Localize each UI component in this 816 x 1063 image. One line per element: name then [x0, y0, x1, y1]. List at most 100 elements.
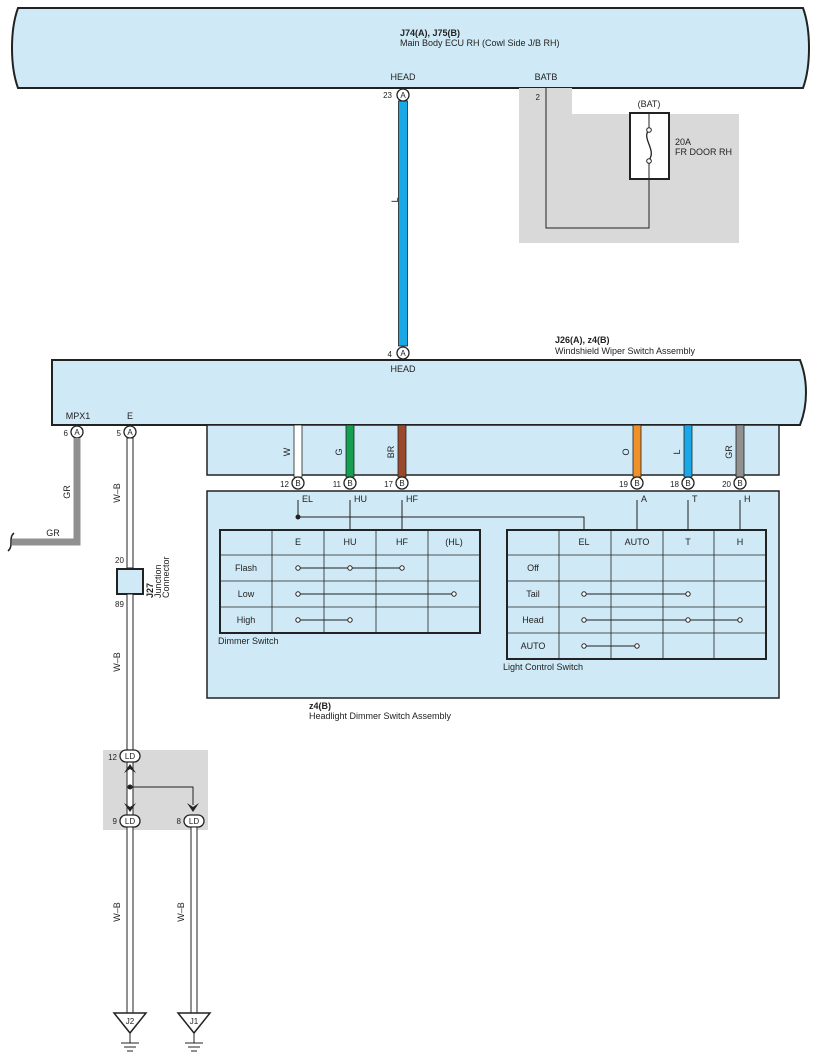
fuse-name: FR DOOR RH: [675, 147, 732, 157]
ecu-batb-pin: 2: [536, 93, 541, 102]
pin-function: A: [641, 494, 647, 504]
svg-text:A: A: [400, 91, 406, 100]
lcs-row-auto: AUTO: [521, 641, 546, 651]
wire-wb-4-label: W–B: [176, 902, 186, 922]
svg-text:9: 9: [113, 817, 118, 826]
wire-l-label: L: [390, 197, 400, 202]
dimmer-assembly-name: Headlight Dimmer Switch Assembly: [309, 711, 452, 721]
svg-text:12: 12: [108, 753, 117, 762]
light-control-label: Light Control Switch: [503, 662, 583, 672]
dimmer-switch-label: Dimmer Switch: [218, 636, 279, 646]
ecu-code: J74(A), J75(B): [400, 28, 460, 38]
wire-wb-1: [126, 437, 134, 569]
dimmer-hdr-hu: HU: [344, 537, 357, 547]
wire-wb-3: [126, 826, 134, 1014]
ld-connector-top: [119, 749, 141, 763]
ground-j1: J1: [176, 1012, 212, 1052]
connector-b-pin: [733, 476, 747, 490]
connector-b-letter: B: [295, 479, 300, 488]
connector-b-wire-strip: [206, 424, 780, 476]
connector-b-pin: [395, 476, 409, 490]
ground-j2: J2: [112, 1012, 148, 1052]
wire-break-icon: [7, 532, 15, 552]
lcs-hdr-h: H: [737, 537, 744, 547]
ground-j2-label: J2: [126, 1017, 135, 1026]
dimmer-hdr-hf: HF: [396, 537, 408, 547]
wiper-code: J26(A), z4(B): [555, 335, 610, 345]
connector-b-pin: [343, 476, 357, 490]
wire-gr-vert-label: GR: [62, 485, 72, 499]
wire-w-12: [293, 424, 303, 478]
dimmer-hdr-hl: (HL): [445, 537, 463, 547]
connector-b-pin: [630, 476, 644, 490]
connector-b-pin: [681, 476, 695, 490]
pin-number: 20: [722, 480, 731, 489]
pin-number: 12: [280, 480, 289, 489]
wiper-name: Windshield Wiper Switch Assembly: [555, 346, 696, 356]
ld-arrow-down-icon-1: [124, 803, 136, 812]
wire-color-label: L: [672, 449, 682, 454]
ecu-box: [11, 7, 810, 89]
ecu-head-pin: 23: [383, 91, 392, 100]
wire-gr-20: [735, 424, 745, 478]
ecu-batb-label: BATB: [535, 72, 558, 82]
svg-text:LD: LD: [125, 752, 135, 761]
ld-arrow-down-icon-2: [187, 803, 199, 812]
dimmer-switch-table: E HU HF (HL) Flash Low High: [219, 529, 481, 634]
light-control-table: EL AUTO T H Off Tail Head AUTO: [506, 529, 767, 660]
connector-b-pin: [291, 476, 305, 490]
junction-connector: [116, 568, 144, 595]
wiper-e-label: E: [127, 411, 133, 421]
wire-wb-2-label: W–B: [112, 652, 122, 672]
wiper-box: [51, 359, 807, 426]
lcs-row-head: Head: [522, 615, 544, 625]
ecu-head-connector: [396, 88, 410, 102]
pin-function: T: [692, 494, 698, 504]
fuse-rating: 20A: [675, 137, 691, 147]
lcs-row-off: Off: [527, 563, 539, 573]
wire-o-19: [632, 424, 642, 478]
pin-function: HF: [406, 494, 418, 504]
wire-br-17: [397, 424, 407, 478]
svg-text:6: 6: [64, 429, 69, 438]
connector-b-letter: B: [399, 479, 404, 488]
dimmer-row-high: High: [237, 615, 256, 625]
el-bus: [297, 500, 585, 530]
wire-color-label: GR: [724, 445, 734, 459]
ground-j1-label: J1: [190, 1017, 199, 1026]
batb-wire: [545, 88, 650, 229]
wire-wb-3-label: W–B: [112, 902, 122, 922]
wire-color-label: W: [282, 447, 292, 456]
dimmer-hdr-e: E: [295, 537, 301, 547]
svg-text:LD: LD: [189, 817, 199, 826]
dimmer-assembly-code: z4(B): [309, 701, 331, 711]
junction-name1: Junction: [153, 564, 163, 598]
lcs-hdr-el: EL: [578, 537, 589, 547]
pin-function: HU: [354, 494, 367, 504]
svg-text:8: 8: [177, 817, 182, 826]
dimmer-row-low: Low: [238, 589, 255, 599]
svg-text:A: A: [74, 428, 80, 437]
wire-gr-horiz-label: GR: [46, 528, 60, 538]
pin-function: H: [744, 494, 751, 504]
pin-number: 18: [670, 480, 679, 489]
wire-l-head: [398, 100, 408, 347]
ecu-head-label: HEAD: [390, 72, 416, 82]
wiper-mpx1-label: MPX1: [66, 411, 91, 421]
wiper-head-label: HEAD: [390, 364, 416, 374]
ld-arrow-up-icon: [124, 764, 136, 773]
pin-number: 11: [333, 480, 342, 489]
svg-text:LD: LD: [125, 817, 135, 826]
connector-b-letter: B: [737, 479, 742, 488]
connector-b-letter: B: [634, 479, 639, 488]
wire-l-18: [683, 424, 693, 478]
pin-number: 19: [619, 480, 628, 489]
junction-code: J27: [145, 583, 155, 598]
wire-color-label: BR: [386, 445, 396, 458]
wiper-head-pin: 4: [388, 350, 393, 359]
connector-b-letter: B: [347, 479, 352, 488]
fuse-label: (BAT): [638, 99, 661, 109]
wire-wb-2: [126, 593, 134, 751]
pin-function: EL: [302, 494, 313, 504]
